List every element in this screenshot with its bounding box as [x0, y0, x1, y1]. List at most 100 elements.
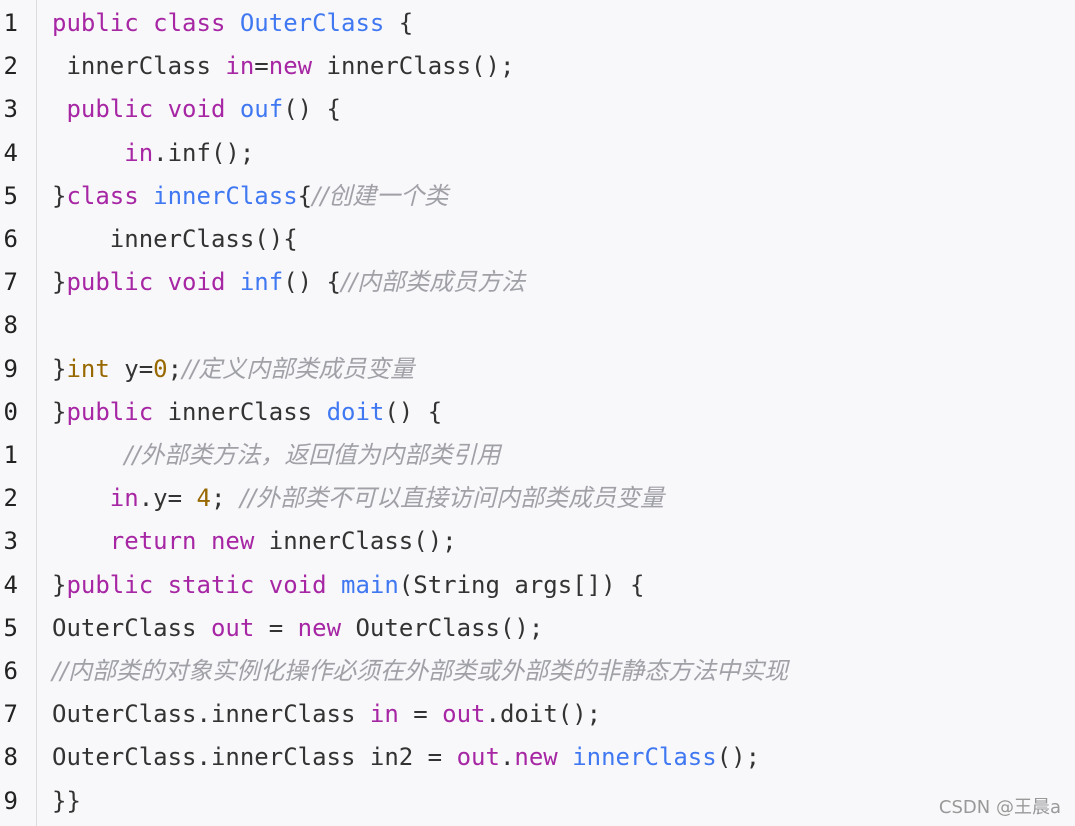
- code-line: public class OuterClass {: [52, 2, 413, 45]
- code-token: public static void: [66, 570, 341, 599]
- code-token: public void: [66, 268, 240, 297]
- code-token: {: [297, 181, 313, 210]
- line-number: 6: [3, 225, 18, 253]
- code-token: public void: [66, 95, 240, 124]
- code-token: public class: [52, 9, 240, 37]
- code-token: OuterClass();: [341, 613, 544, 642]
- line-number: 6: [3, 657, 18, 685]
- line-number: 1: [3, 9, 18, 37]
- code-token: =: [254, 613, 298, 642]
- code-comment: //创建一个类: [312, 181, 449, 210]
- code-line: OuterClass out = new OuterClass();: [52, 607, 543, 650]
- code-token: {: [384, 9, 414, 37]
- code-token: [52, 484, 110, 512]
- code-token: OuterClass.innerClass in2 =: [52, 743, 457, 772]
- code-line: }int y=0;//定义内部类成员变量: [52, 348, 414, 391]
- line-number: 4: [3, 570, 18, 599]
- line-number: 7: [3, 700, 18, 729]
- line-number: 3: [3, 527, 18, 556]
- line-number: 2: [3, 484, 18, 513]
- code-token: innerClass();: [268, 527, 457, 556]
- line-number: 9: [3, 786, 18, 815]
- code-line: innerClass(){: [52, 218, 298, 261]
- code-comment: //外部类不可以直接访问内部类成员变量: [239, 484, 665, 513]
- code-token: [558, 743, 572, 771]
- line-number: 7: [3, 268, 18, 297]
- code-line: in.y= 4; //外部类不可以直接访问内部类成员变量: [52, 477, 664, 520]
- line-number: 9: [3, 354, 18, 383]
- code-line: //内部类的对象实例化操作必须在外部类或外部类的非静态方法中实现: [52, 650, 788, 693]
- csdn-watermark: CSDN @王晨a: [938, 797, 1061, 818]
- code-token: in: [225, 52, 255, 81]
- code-token: }: [52, 397, 67, 426]
- code-token: }}: [52, 786, 81, 815]
- code-token: }: [52, 268, 67, 297]
- code-token: out: [442, 700, 486, 729]
- code-line: //外部类方法，返回值为内部类引用: [52, 434, 500, 477]
- code-comment: //内部类成员方法: [341, 268, 526, 297]
- code-token: out: [210, 613, 255, 642]
- code-token: new: [297, 613, 342, 642]
- line-number: 4: [3, 138, 18, 167]
- line-number: 5: [3, 181, 18, 210]
- code-token: 4: [196, 484, 211, 513]
- code-token: ;: [210, 484, 240, 513]
- code-token: in: [124, 138, 154, 167]
- code-token: [52, 139, 124, 167]
- code-token: .y=: [138, 484, 197, 513]
- code-token: () {: [384, 397, 443, 426]
- code-token: [52, 441, 124, 469]
- code-token: main: [341, 570, 399, 599]
- code-token: OuterClass: [239, 9, 385, 37]
- code-line: }public void inf() {//内部类成员方法: [52, 261, 525, 304]
- code-token: .doit();: [485, 700, 602, 729]
- line-number: 8: [3, 311, 18, 340]
- code-line: OuterClass.innerClass in2 = out.new inne…: [52, 736, 760, 779]
- code-token: .: [499, 743, 515, 772]
- code-content: public class OuterClass { innerClass in=…: [52, 0, 1062, 826]
- code-line: }public innerClass doit() {: [52, 391, 442, 434]
- code-token: }: [52, 181, 67, 210]
- line-number: 1: [3, 441, 18, 469]
- code-line: public void ouf() {: [52, 88, 341, 131]
- code-line: OuterClass.innerClass in = out.doit();: [52, 693, 601, 736]
- code-token: return new: [109, 527, 269, 556]
- code-token: int: [66, 354, 110, 383]
- code-token: }: [52, 354, 67, 383]
- code-token: }: [52, 570, 67, 599]
- code-comment: //外部类方法，返回值为内部类引用: [124, 441, 501, 469]
- code-token: ;: [167, 354, 183, 383]
- code-token: public: [66, 397, 168, 426]
- code-token: innerClass: [52, 52, 226, 81]
- code-token: new: [268, 52, 313, 81]
- code-token: () {: [283, 95, 341, 124]
- code-token: inf: [239, 268, 284, 297]
- code-line: innerClass in=new innerClass();: [52, 45, 514, 88]
- code-token: =: [254, 52, 269, 81]
- line-number: 3: [3, 95, 18, 124]
- line-number: 5: [3, 613, 18, 642]
- code-token: [52, 95, 66, 123]
- code-token: y=: [109, 354, 154, 383]
- line-number: 8: [3, 743, 18, 772]
- code-token: (String args[]) {: [398, 570, 645, 599]
- code-token: ();: [716, 743, 761, 772]
- code-token: out: [456, 743, 500, 772]
- code-token: innerClass();: [312, 52, 515, 81]
- code-token: new: [514, 743, 558, 772]
- code-token: class: [66, 181, 154, 210]
- code-token: [52, 527, 110, 555]
- code-line: }class innerClass{//创建一个类: [52, 175, 448, 218]
- code-line: in.inf();: [52, 132, 254, 175]
- code-comment: //定义内部类成员变量: [182, 354, 415, 383]
- code-token: () {: [283, 268, 341, 297]
- code-token: innerClass: [167, 397, 327, 426]
- code-line: return new innerClass();: [52, 520, 457, 563]
- code-comment: //内部类的对象实例化操作必须在外部类或外部类的非静态方法中实现: [52, 657, 789, 685]
- code-token: in: [109, 484, 139, 513]
- code-token: =: [398, 700, 443, 729]
- code-token: innerClass: [572, 743, 717, 772]
- code-token: innerClass(){: [52, 225, 298, 253]
